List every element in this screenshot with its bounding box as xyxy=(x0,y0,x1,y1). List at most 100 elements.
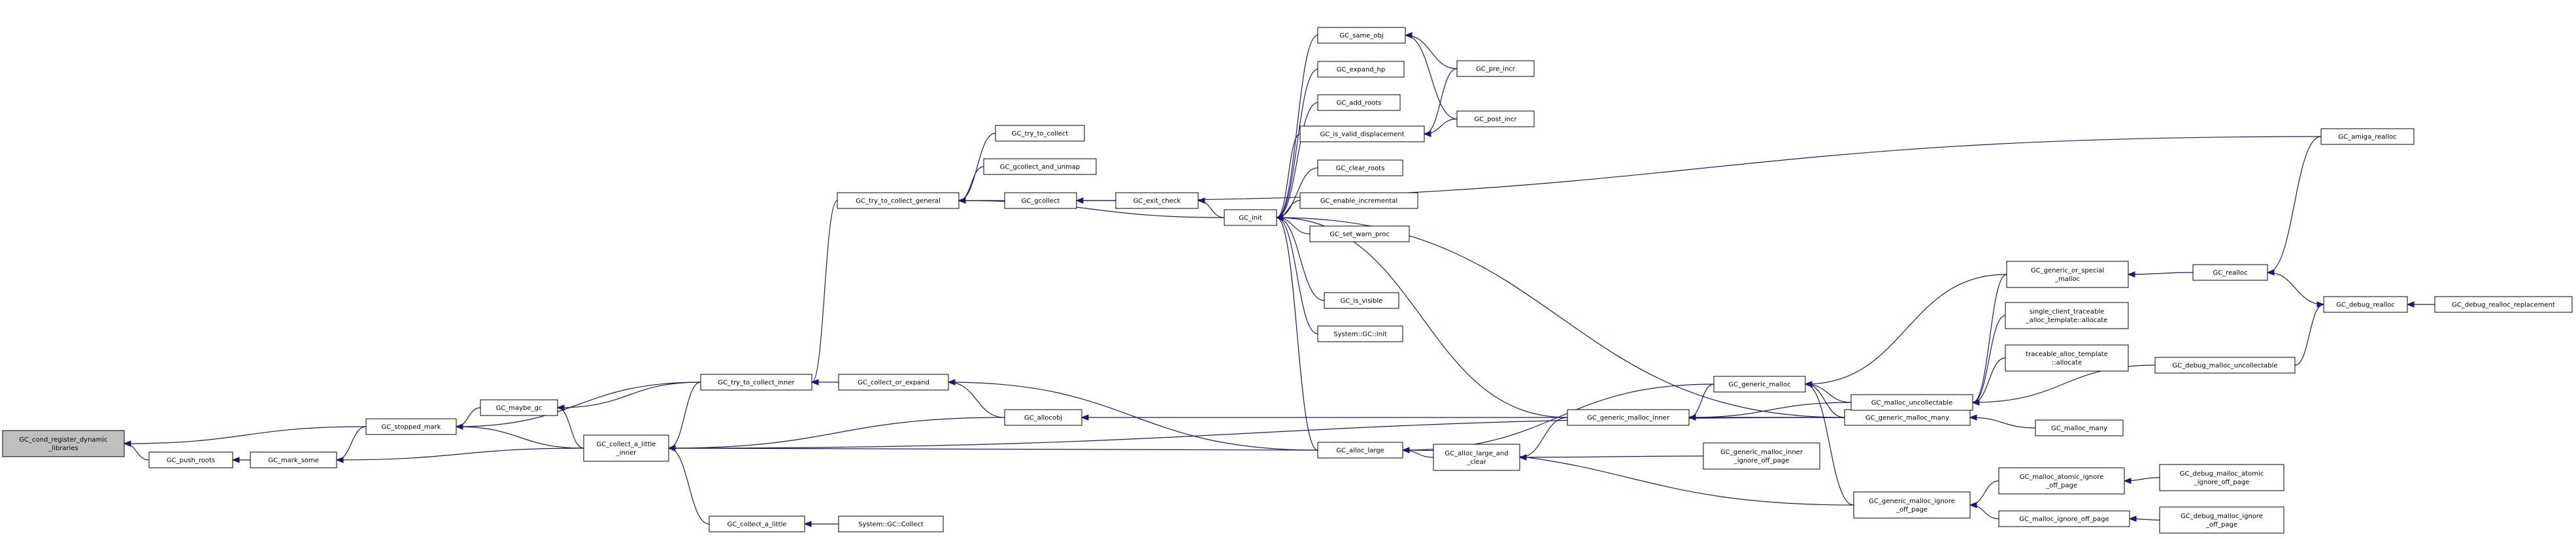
node-alloc-large[interactable]: GC_alloc_large xyxy=(1317,442,1403,459)
edge-init-to-exit_check xyxy=(1197,197,1225,218)
arrowhead xyxy=(1075,197,1084,204)
node-label: GC_post_incr xyxy=(1474,116,1517,123)
node-generic-malloc-inner[interactable]: GC_generic_malloc_inner xyxy=(1567,409,1690,426)
node-box xyxy=(838,515,944,532)
arrowhead xyxy=(2406,301,2415,308)
node-mark-some[interactable]: GC_mark_some xyxy=(250,451,337,468)
node-collect-or-expand[interactable]: GC_collect_or_expand xyxy=(838,374,949,391)
edge-post_incr-to-is_valid_displacement xyxy=(1423,118,1458,137)
node-try-to-collect[interactable]: GC_try_to_collect xyxy=(995,125,1085,142)
node-collect-a-little[interactable]: GC_collect_a_little xyxy=(709,515,805,532)
node-alloc-large-and-clear[interactable]: GC_alloc_large_and_clear xyxy=(1433,444,1520,471)
node-debug-realloc-replacement[interactable]: GC_debug_realloc_replacement xyxy=(2434,296,2573,313)
node-box xyxy=(2159,506,2284,534)
edge-line xyxy=(1972,315,2006,403)
node-generic-malloc-inner-ignore[interactable]: GC_generic_malloc_inner_ignore_off_page xyxy=(1703,442,1820,470)
node-init[interactable]: GC_init xyxy=(1224,209,1277,226)
node-single-client[interactable]: single_client_traceable_alloc_template::… xyxy=(2005,302,2129,329)
edge-line xyxy=(811,200,838,383)
node-gcollect[interactable]: GC_gcollect xyxy=(1004,192,1077,209)
node-generic-or-special[interactable]: GC_generic_or_special _malloc xyxy=(2006,261,2129,288)
edge-stopped_mark-to-root xyxy=(123,426,367,447)
arrowhead xyxy=(335,457,344,463)
edge-line xyxy=(1276,133,1301,218)
node-box xyxy=(148,451,233,468)
node-expand-hp[interactable]: GC_expand_hp xyxy=(1317,61,1405,78)
node-maybe-gc[interactable]: GC_maybe_gc xyxy=(480,399,558,416)
edge-try_to_collect_inner-to-maybe_gc xyxy=(556,382,701,411)
edge-line xyxy=(1519,417,1568,458)
node-allocobj[interactable]: GC_allocobj xyxy=(1004,409,1082,426)
node-push-roots[interactable]: GC_push_roots xyxy=(148,451,233,468)
node-label: GC_collect_a_little xyxy=(728,521,787,529)
node-malloc-uncollectable[interactable]: GC_malloc_uncollectable xyxy=(1850,394,1973,411)
node-label: GC_gcollect xyxy=(1022,198,1060,205)
node-label: GC_generic_or_special xyxy=(2031,267,2104,274)
node-label: GC_generic_malloc_many xyxy=(1865,415,1949,422)
node-gcollect-and-unmap[interactable]: GC_gcollect_and_unmap xyxy=(983,158,1097,175)
edge-line xyxy=(1405,35,1458,120)
node-debug-malloc-ignore[interactable]: GC_debug_malloc_ignore_off_page xyxy=(2159,506,2284,534)
node-label: GC_cond_register_dynamic xyxy=(19,436,107,444)
node-is-valid-displacement[interactable]: GC_is_valid_displacement xyxy=(1299,125,1425,142)
node-system-init[interactable]: System::GC::Init xyxy=(1317,325,1403,342)
node-clear-roots[interactable]: GC_clear_roots xyxy=(1317,159,1403,176)
node-box xyxy=(1844,409,1971,426)
node-realloc[interactable]: GC_realloc xyxy=(2192,264,2268,281)
node-post-incr[interactable]: GC_post_incr xyxy=(1456,110,1535,127)
node-debug-malloc-atomic-ignore[interactable]: GC_debug_malloc_atomic_ignore_off_page xyxy=(2159,464,2284,491)
arrowhead xyxy=(1518,454,1527,461)
node-box xyxy=(1456,60,1535,77)
edge-malloc_ignore-to-generic_malloc_ignore xyxy=(1969,502,1999,519)
node-label: GC_is_valid_displacement xyxy=(1320,131,1404,139)
arrowhead xyxy=(667,445,676,451)
node-box xyxy=(583,434,669,462)
node-malloc-ignore[interactable]: GC_malloc_ignore_off_page xyxy=(1998,510,2130,527)
node-pre-incr[interactable]: GC_pre_incr xyxy=(1456,60,1535,77)
node-generic-malloc[interactable]: GC_generic_malloc xyxy=(1713,376,1806,393)
node-malloc-atomic-ignore[interactable]: GC_malloc_atomic_ignore_off_page xyxy=(1998,467,2125,495)
node-try-to-collect-inner[interactable]: GC_try_to_collect_inner xyxy=(700,374,812,391)
node-label: _inner xyxy=(616,449,637,457)
node-label: _malloc xyxy=(2054,276,2080,283)
edge-mark_some-to-push_roots xyxy=(231,457,251,463)
node-try-to-collect-general[interactable]: GC_try_to_collect_general xyxy=(837,192,960,209)
edge-line xyxy=(336,448,584,461)
node-system-collect[interactable]: System::GC::Collect xyxy=(838,515,944,532)
edge-debug_malloc_uncollectable-to-debug_realloc xyxy=(2294,301,2325,366)
node-set-warn-proc[interactable]: GC_set_warn_proc xyxy=(1309,225,1410,242)
node-malloc-many[interactable]: GC_malloc_many xyxy=(2035,419,2124,436)
node-box xyxy=(1850,394,1973,411)
node-debug-realloc[interactable]: GC_debug_realloc xyxy=(2323,296,2408,313)
edge-layer xyxy=(123,32,2435,527)
edge-line xyxy=(1405,35,1458,69)
node-add-roots[interactable]: GC_add_roots xyxy=(1317,94,1401,111)
node-generic-malloc-ignore[interactable]: GC_generic_malloc_ignore_off_page xyxy=(1853,491,1971,519)
node-debug-malloc-uncollectable[interactable]: GC_debug_malloc_uncollectable xyxy=(2154,357,2296,374)
node-label: GC_generic_malloc_inner xyxy=(1720,449,1803,456)
node-traceable-alloc[interactable]: traceable_alloc_template::allocate xyxy=(2005,344,2129,372)
edge-line xyxy=(456,426,584,449)
edge-post_incr-to-same_obj xyxy=(1404,32,1458,120)
node-generic-malloc-many[interactable]: GC_generic_malloc_many xyxy=(1844,409,1971,426)
node-label: GC_mark_some xyxy=(268,457,319,465)
node-exit-check[interactable]: GC_exit_check xyxy=(1115,192,1199,209)
node-collect-a-little-inner[interactable]: GC_collect_a_little_inner xyxy=(583,434,669,462)
node-label: _clear xyxy=(1466,459,1487,466)
node-box xyxy=(2434,296,2573,313)
arrowhead xyxy=(1423,131,1431,137)
edge-line xyxy=(1972,357,2006,403)
edge-collect_a_little_inner-to-mark_some xyxy=(335,448,584,463)
node-label: GC_malloc_atomic_ignore xyxy=(2020,474,2104,481)
node-amiga-realloc[interactable]: GC_amiga_realloc xyxy=(2320,128,2415,145)
node-box xyxy=(1998,467,2125,495)
node-is-visible[interactable]: GC_is_visible xyxy=(1324,292,1399,309)
node-label: GC_try_to_collect_general xyxy=(856,198,940,205)
node-stopped-mark[interactable]: GC_stopped_mark xyxy=(365,418,457,435)
node-enable-incremental[interactable]: GC_enable_incremental xyxy=(1299,192,1418,209)
node-label: GC_is_visible xyxy=(1341,298,1383,305)
node-same-obj[interactable]: GC_same_obj xyxy=(1317,27,1406,44)
node-label: GC_generic_malloc_inner xyxy=(1587,415,1670,422)
edge-line xyxy=(124,443,150,461)
edge-malloc_many-to-generic_malloc_many xyxy=(1969,414,2036,429)
